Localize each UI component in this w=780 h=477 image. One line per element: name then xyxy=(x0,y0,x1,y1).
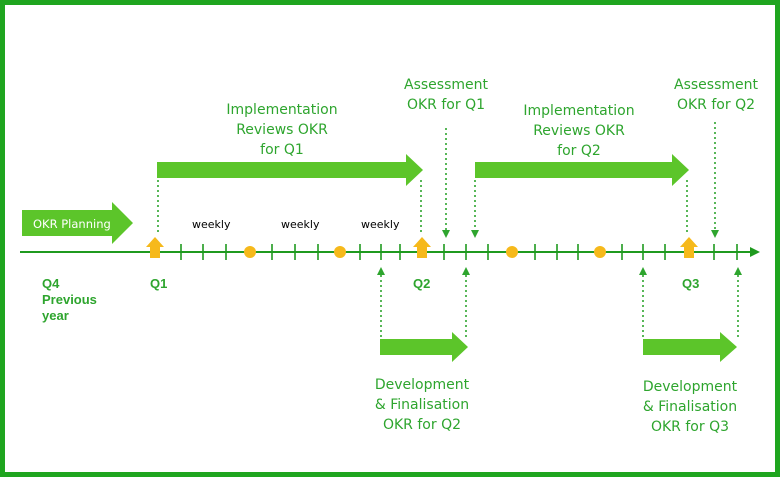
weekly-label-3: weekly xyxy=(361,218,400,231)
quarter-label-q4-previous-year: Q4 Previous year xyxy=(42,276,97,324)
implementation-q2-arrow xyxy=(475,154,689,186)
implementation-q1-line-3: for Q1 xyxy=(260,142,304,158)
quarter-q1-text: Q1 xyxy=(150,276,168,291)
assessment-q1-line-1: Assessment xyxy=(404,77,488,93)
q3-marker xyxy=(680,237,698,258)
quarter-q4-line-2: Previous xyxy=(42,292,97,307)
quarter-q2-text: Q2 xyxy=(413,276,431,291)
quarter-q3-text: Q3 xyxy=(682,276,700,291)
implementation-q2-line-2: Reviews OKR xyxy=(533,123,625,139)
development-q3-arrow xyxy=(643,332,737,362)
q2-marker xyxy=(413,237,431,258)
development-q2-label: Development & Finalisation OKR for Q2 xyxy=(362,375,482,435)
development-q3-line-2: & Finalisation xyxy=(642,399,738,415)
implementation-q2-line-3: for Q2 xyxy=(557,143,601,159)
development-q2-line-2: & Finalisation xyxy=(374,397,470,413)
development-q2-arrow xyxy=(380,332,468,362)
timeline-arrowhead xyxy=(750,247,760,257)
implementation-q1-label: Implementation Reviews OKR for Q1 xyxy=(222,100,342,160)
okr-planning-arrow xyxy=(22,202,133,244)
development-q3-line-3: OKR for Q3 xyxy=(650,419,729,435)
timeline-ticks xyxy=(180,244,738,260)
weekly-label-2: weekly xyxy=(281,218,320,231)
assessment-q1-label: Assessment OKR for Q1 xyxy=(396,75,496,115)
q1-marker xyxy=(146,237,164,258)
okr-planning-label: OKR Planning xyxy=(33,217,111,231)
connector-arrowheads xyxy=(377,230,742,275)
implementation-q2-line-1: Implementation xyxy=(523,103,635,119)
implementation-q2-label: Implementation Reviews OKR for Q2 xyxy=(519,101,639,161)
development-q2-line-1: Development xyxy=(374,377,470,393)
dotted-connectors xyxy=(157,122,739,337)
assessment-q2-line-1: Assessment xyxy=(674,77,758,93)
quarter-q4-line-3: year xyxy=(42,308,69,323)
assessment-q1-line-2: OKR for Q1 xyxy=(406,97,485,113)
implementation-q1-line-1: Implementation xyxy=(226,102,338,118)
weekly-label-1: weekly xyxy=(192,218,231,231)
quarter-label-q1: Q1 xyxy=(150,276,167,292)
assessment-q2-line-2: OKR for Q2 xyxy=(676,97,755,113)
quarter-label-q3: Q3 xyxy=(682,276,699,292)
assessment-q2-label: Assessment OKR for Q2 xyxy=(666,75,766,115)
milestone-dots xyxy=(244,246,606,258)
development-q3-line-1: Development xyxy=(642,379,738,395)
implementation-q1-line-2: Reviews OKR xyxy=(236,122,328,138)
quarter-q4-line-1: Q4 xyxy=(42,276,60,291)
quarter-label-q2: Q2 xyxy=(413,276,430,292)
development-q3-label: Development & Finalisation OKR for Q3 xyxy=(630,377,750,437)
implementation-q1-arrow xyxy=(157,154,423,186)
development-q2-line-3: OKR for Q2 xyxy=(382,417,461,433)
